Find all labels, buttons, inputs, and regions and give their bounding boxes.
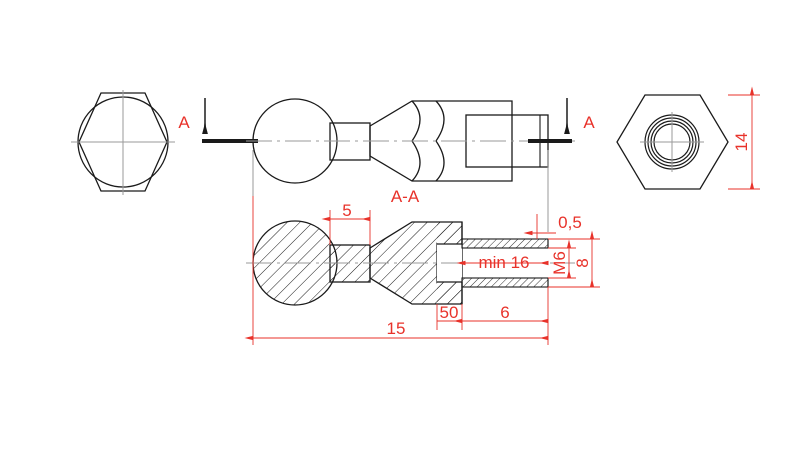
dim-label-shank-length: 6 — [500, 303, 509, 322]
section-letter-left: A — [178, 113, 190, 132]
hexagon-outline-right — [616, 94, 729, 190]
shank-wall-lower — [461, 277, 549, 288]
dim-label-body-end-length: 50 — [440, 303, 459, 322]
section-marker-right: A — [528, 98, 595, 143]
section-letter-right: A — [583, 113, 595, 132]
dim-label-shank-diameter: 8 — [573, 258, 592, 267]
main-elevation-view — [246, 98, 575, 184]
dim-label-thread-depth: min 16 — [478, 253, 529, 272]
dim-label-overall-length: 15 — [387, 319, 406, 338]
dim-label-hex-width: 14 — [732, 133, 751, 152]
section-view-a-a: A-A 5 0,5 — [244, 187, 600, 345]
dim-label-wall-thickness: 0,5 — [558, 213, 582, 232]
dim-label-neck-length: 5 — [342, 201, 351, 220]
section-title-label: A-A — [391, 187, 420, 206]
dim-label-thread-spec: M6 — [550, 251, 569, 275]
right-end-hexagon-view: 14 — [616, 86, 760, 190]
shank-wall-upper — [461, 238, 549, 249]
left-end-hexagon-view — [71, 90, 175, 195]
